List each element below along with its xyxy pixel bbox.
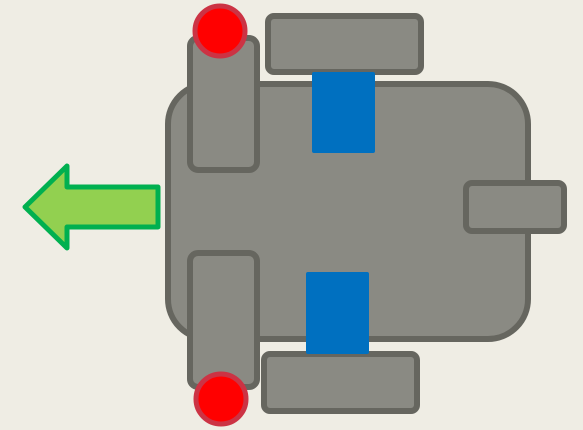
top-endpoint (195, 6, 245, 56)
bottom-connector (306, 272, 369, 354)
right-tab (466, 183, 564, 231)
top-connector (312, 72, 375, 153)
top-track (268, 16, 421, 72)
bottom-endpoint (196, 374, 246, 424)
lower-left-arm (190, 253, 257, 387)
bottom-track (264, 354, 417, 411)
